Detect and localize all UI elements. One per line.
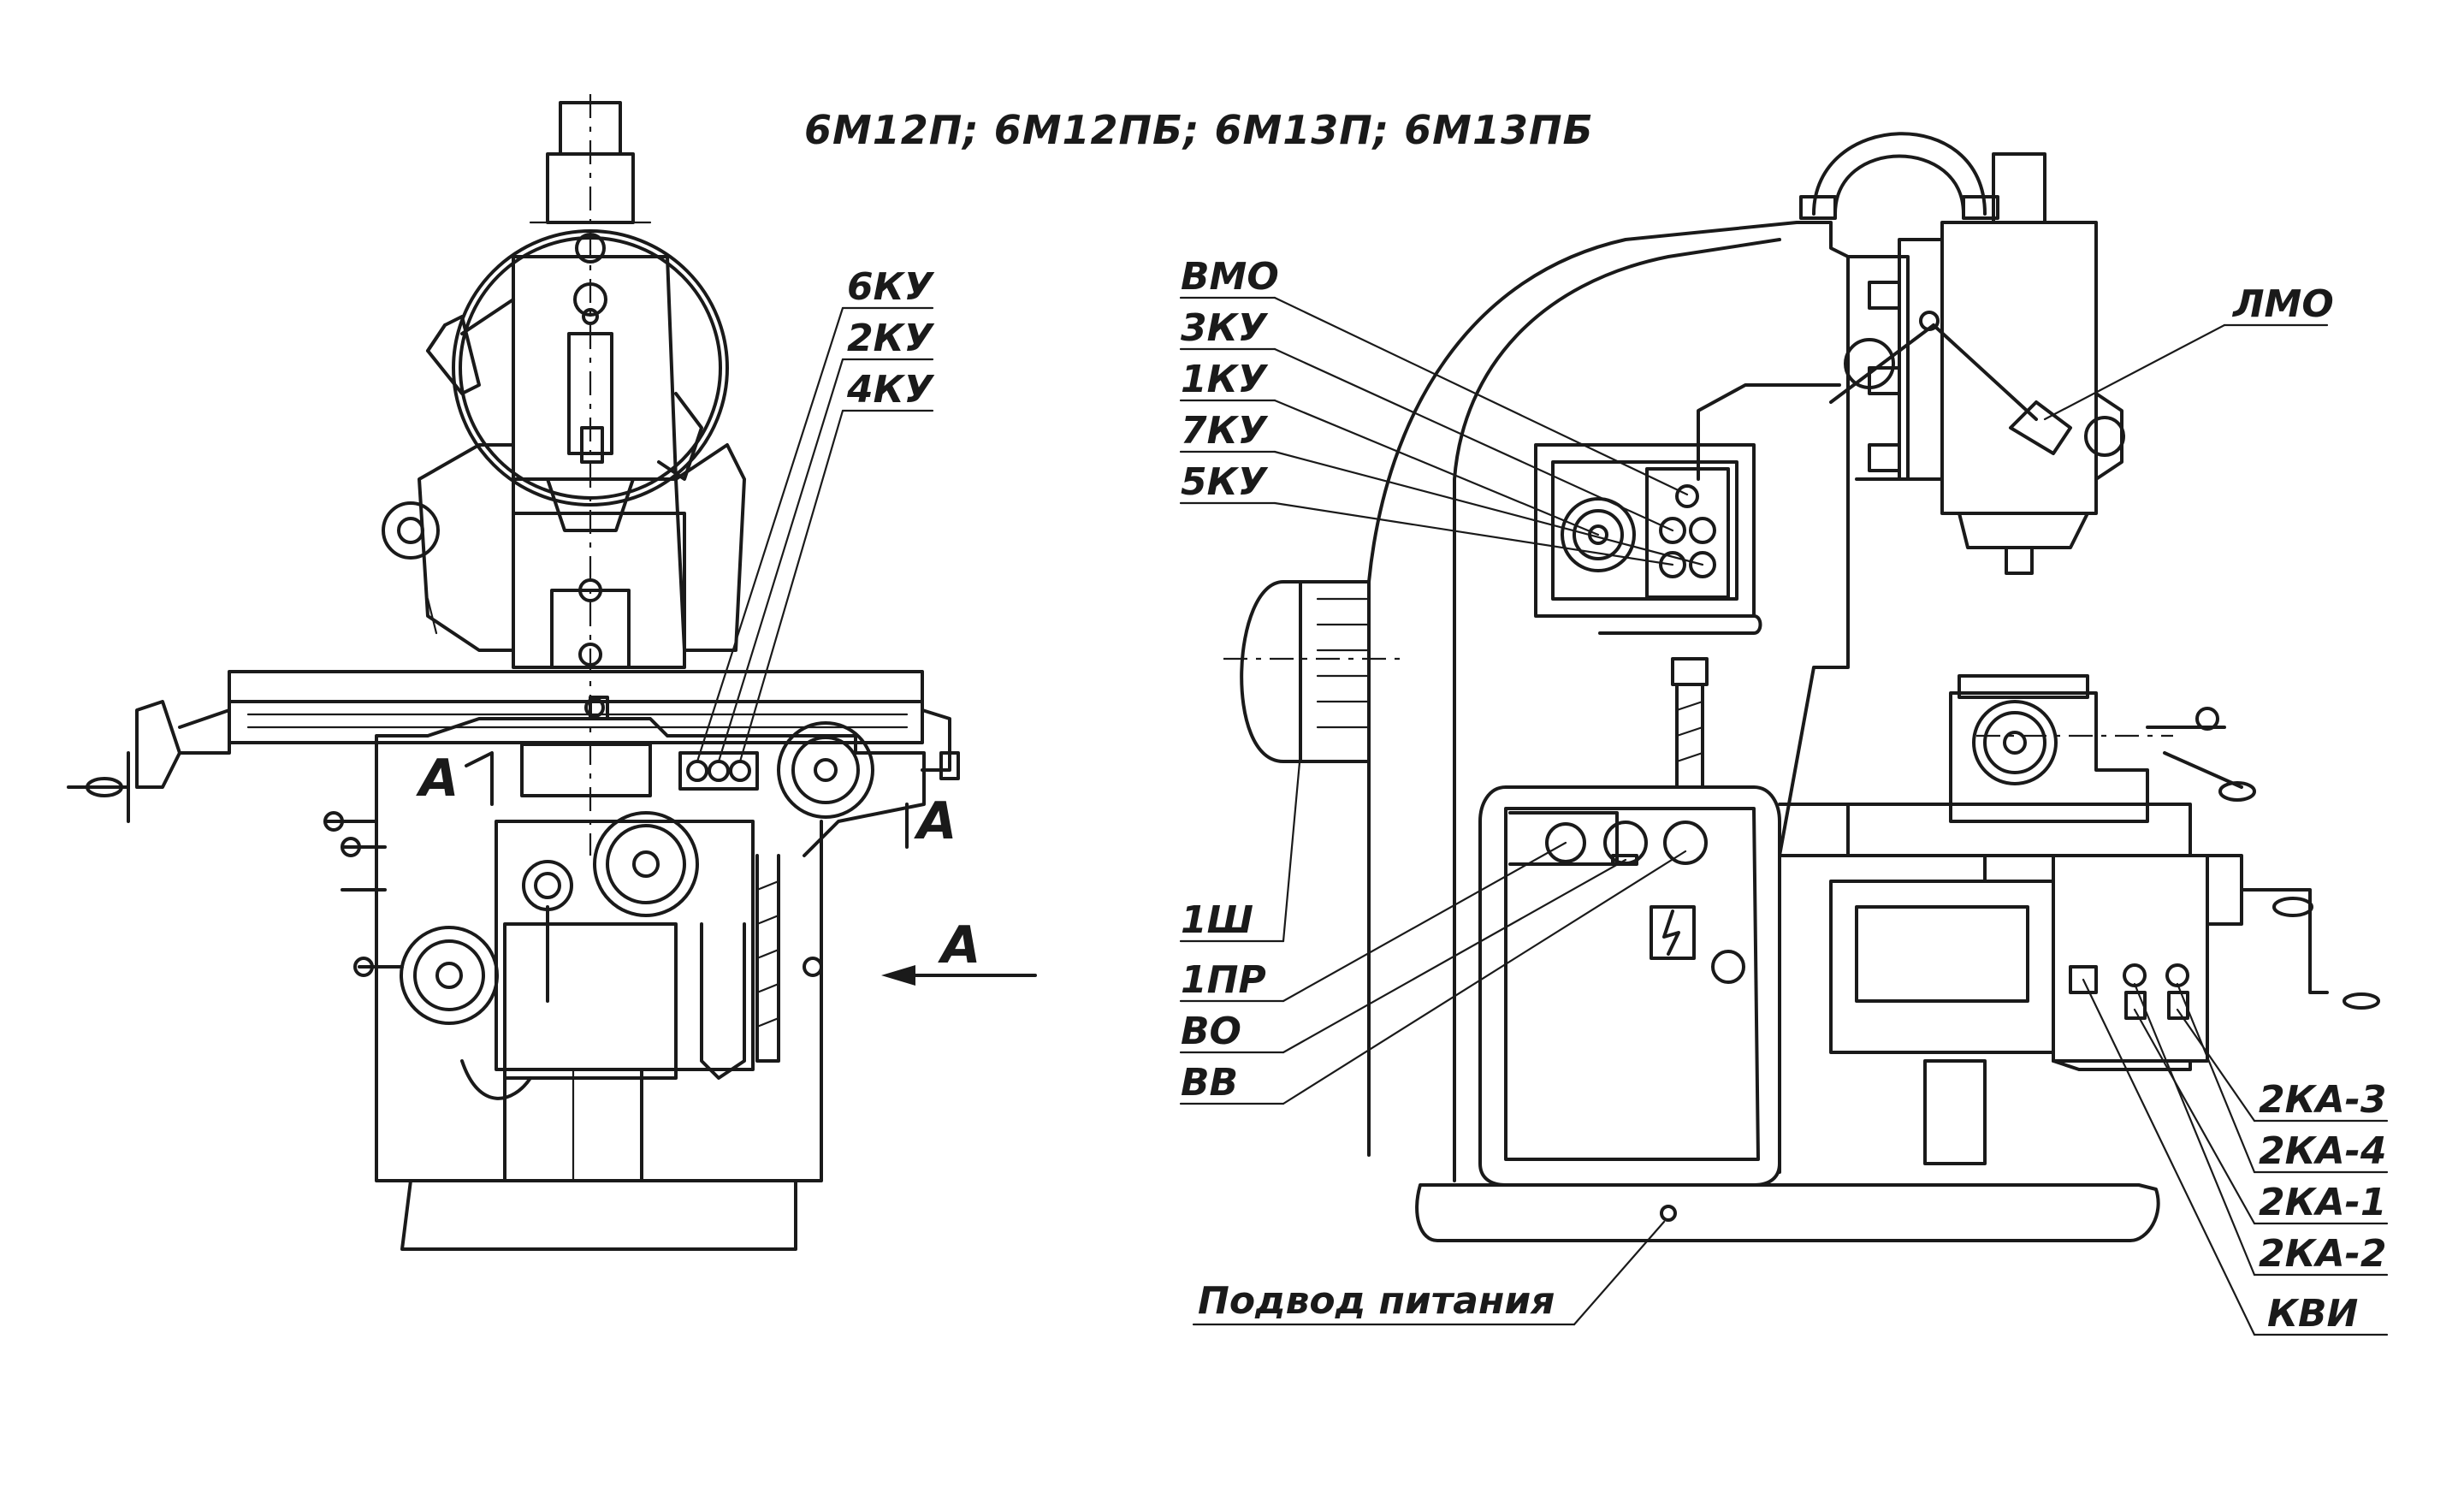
label-6ku: 6КУ: [847, 265, 935, 309]
label-kvi: КВИ: [2267, 1292, 2358, 1336]
label-2ku: 2КУ: [847, 317, 935, 360]
label-2ka-1: 2КА-1: [2259, 1181, 2387, 1224]
label-vmo: ВМО: [1181, 255, 1279, 299]
label-2ka-2: 2КА-2: [2259, 1232, 2387, 1276]
side-labels-top: ВМО 3КУ 1КУ 7КУ 5КУ: [1179, 255, 1704, 566]
label-vo: ВО: [1181, 1010, 1241, 1053]
power-supply-label-group: Подвод питания: [1192, 1220, 1666, 1326]
section-mark-a-left: А: [416, 749, 459, 809]
label-2ka-4: 2КА-4: [2259, 1129, 2387, 1173]
side-view: [1223, 132, 2380, 1242]
drawing-title: 6М12П; 6М12ПБ; 6М13П; 6М13ПБ: [804, 107, 1594, 153]
label-4ku: 4КУ: [846, 368, 935, 412]
side-labels-bottom-right: 2КА-3 2КА-4 2КА-1 2КА-2 КВИ: [2082, 978, 2389, 1336]
side-label-lamp: ЛМО: [2043, 282, 2334, 421]
label-1ku: 1КУ: [1181, 358, 1269, 401]
label-power-supply: Подвод питания: [1198, 1279, 1555, 1323]
section-mark-a-right: А: [914, 791, 957, 851]
left-labels: 6КУ 2КУ 4КУ: [696, 265, 935, 763]
side-labels-bottom-left: 1Ш 1ПР ВО ВВ: [1179, 751, 1687, 1105]
front-view: А А: [67, 94, 1037, 1251]
label-5ku: 5КУ: [1181, 460, 1269, 504]
label-1pr: 1ПР: [1181, 958, 1266, 1002]
label-lmo: ЛМО: [2231, 282, 2334, 326]
label-1sh: 1Ш: [1181, 898, 1253, 942]
section-mark-a-arrow: А: [938, 915, 980, 975]
label-3ku: 3КУ: [1181, 306, 1269, 350]
label-2ka-3: 2КА-3: [2259, 1078, 2387, 1122]
label-vv: ВВ: [1181, 1061, 1238, 1105]
label-7ku: 7КУ: [1181, 409, 1269, 453]
